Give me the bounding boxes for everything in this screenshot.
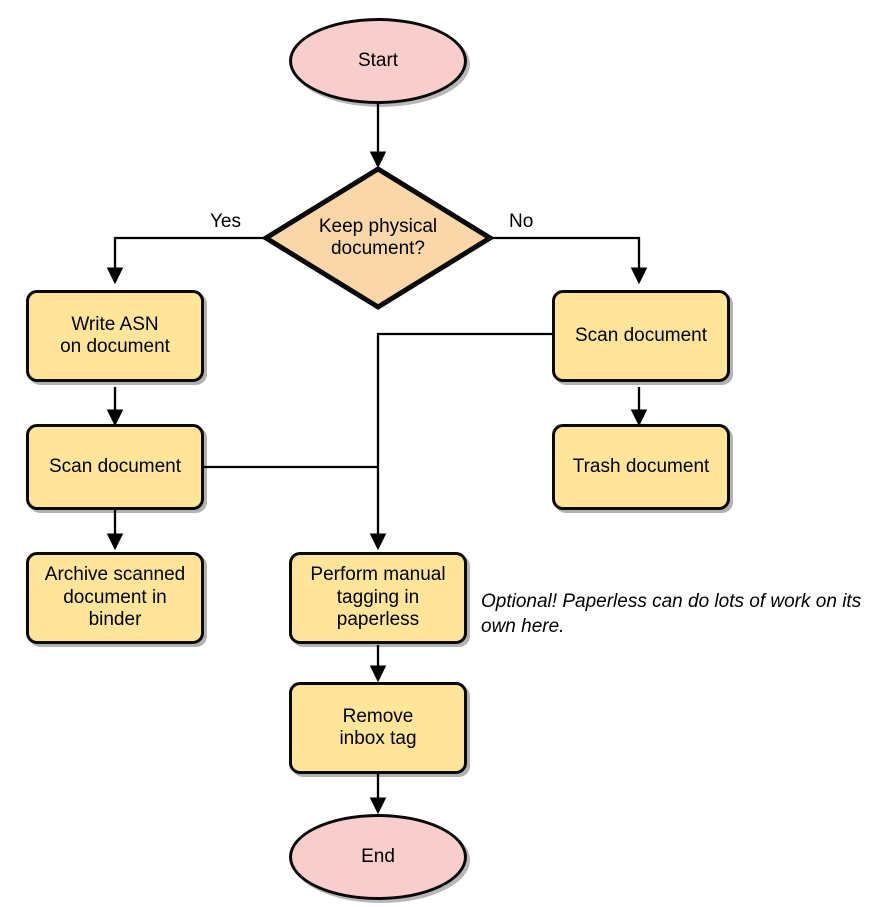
node-remove-inbox-tag-label: Remove inbox tag xyxy=(339,705,417,749)
node-end[interactable]: End xyxy=(289,814,467,900)
node-decision-keep-physical-document[interactable]: Keep physical document? xyxy=(263,166,493,310)
node-start-label: Start xyxy=(357,49,399,71)
node-trash-document-label: Trash document xyxy=(572,455,710,477)
edge-decision-yes-to-write-asn xyxy=(106,236,265,285)
annotation-optional-note: Optional! Paperless can do lots of work … xyxy=(481,591,862,637)
node-trash-document[interactable]: Trash document xyxy=(552,424,730,510)
node-decision-label: Keep physical document? xyxy=(318,215,438,259)
node-scan-document-right[interactable]: Scan document xyxy=(552,290,730,382)
edge-scan-right-to-manual-tagging xyxy=(369,332,552,551)
node-write-asn-label: Write ASN on document xyxy=(60,313,170,357)
edge-label-yes: Yes xyxy=(210,211,241,232)
node-scan-document-left[interactable]: Scan document xyxy=(26,424,204,510)
node-start[interactable]: Start xyxy=(289,18,467,104)
node-archive-label: Archive scanned document in binder xyxy=(44,564,186,631)
node-archive-scanned-document[interactable]: Archive scanned document in binder xyxy=(26,552,204,644)
node-remove-inbox-tag[interactable]: Remove inbox tag xyxy=(289,682,467,774)
node-scan-document-left-label: Scan document xyxy=(48,455,182,477)
node-end-label: End xyxy=(361,845,395,867)
node-scan-document-right-label: Scan document xyxy=(574,324,708,346)
node-perform-manual-tagging-label: Perform manual tagging in paperless xyxy=(310,564,446,631)
node-perform-manual-tagging[interactable]: Perform manual tagging in paperless xyxy=(289,552,467,644)
edge-decision-no-to-scan-right xyxy=(491,236,648,285)
diamond-shape xyxy=(263,166,493,310)
edge-label-no: No xyxy=(509,211,534,232)
node-write-asn-on-document[interactable]: Write ASN on document xyxy=(26,290,204,382)
